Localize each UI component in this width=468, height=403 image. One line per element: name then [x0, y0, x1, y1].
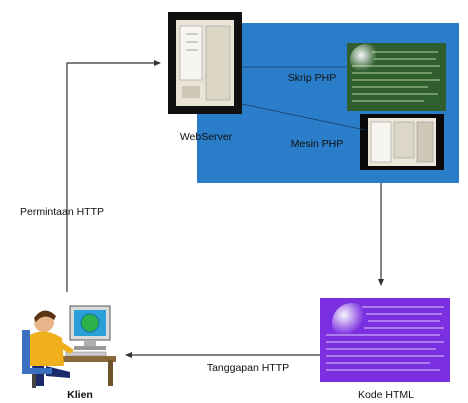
client-icon — [22, 305, 116, 388]
html-code-icon — [320, 298, 450, 382]
php-script-label: Skrip PHP — [288, 72, 336, 84]
web-server-label: WebServer — [180, 131, 233, 143]
http-response-label: Tanggapan HTTP — [207, 362, 289, 374]
php-engine-label: Mesin PHP — [291, 138, 344, 150]
html-code-label: Kode HTML — [358, 389, 414, 401]
http-request-label: Permintaan HTTP — [20, 206, 104, 218]
http-request-arrow — [66, 60, 161, 292]
web-server-icon — [168, 12, 242, 114]
client-label: Klien — [67, 389, 93, 401]
php-engine-icon — [360, 114, 444, 170]
panel-connector-bottom — [241, 103, 366, 131]
php-script-icon — [347, 43, 446, 111]
